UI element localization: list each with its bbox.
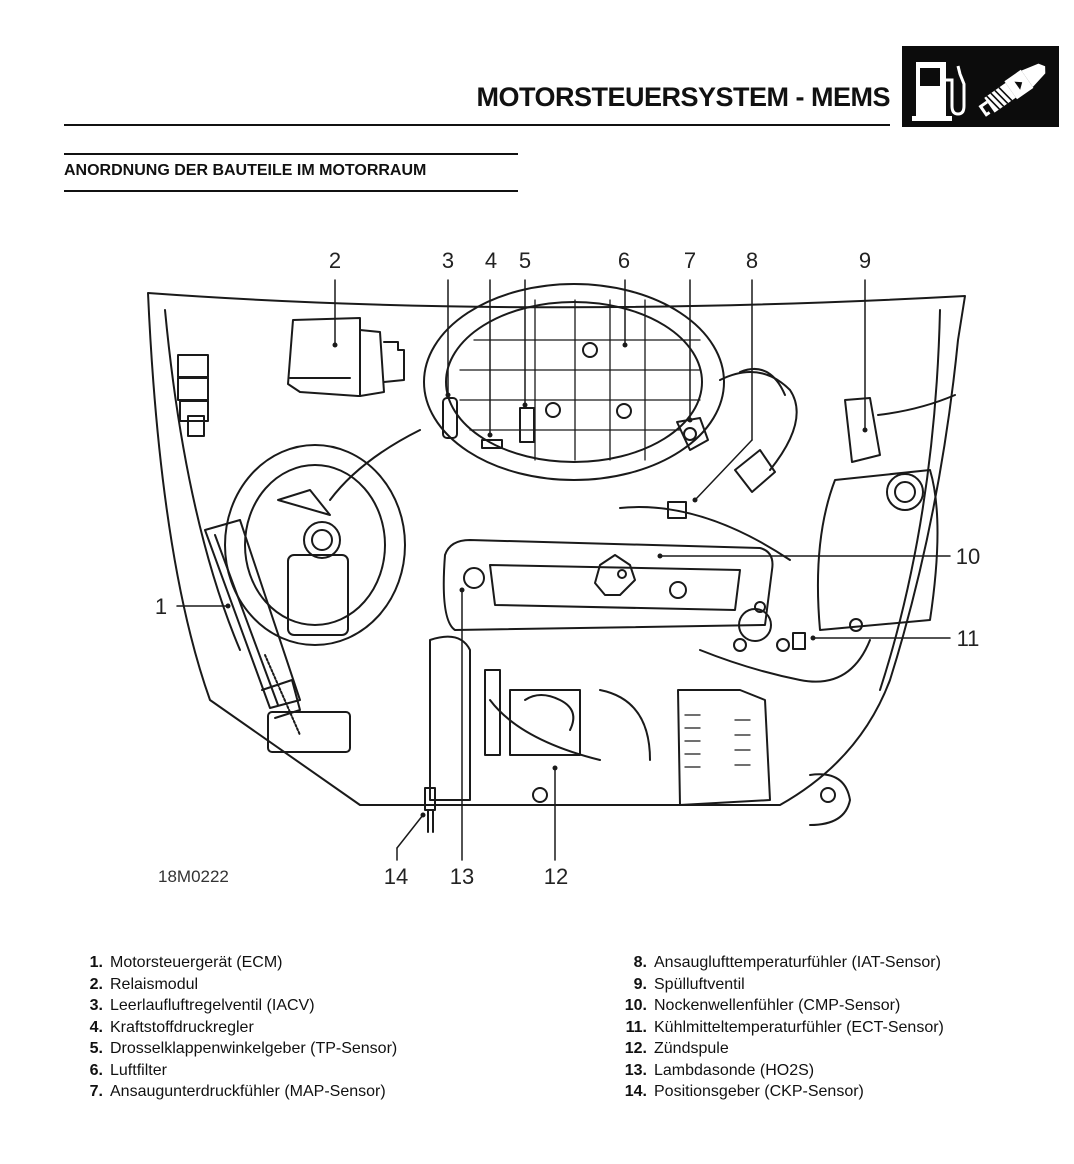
legend-label: Ansaugunterdruckfühler (MAP-Sensor) — [110, 1083, 386, 1100]
relay-module — [287, 317, 405, 397]
callout-5: 5 — [519, 248, 531, 273]
legend-label: Luftfilter — [110, 1061, 167, 1079]
callout-leader-lines — [176, 279, 951, 861]
callout-10: 10 — [956, 544, 980, 569]
legend-number: 2. — [89, 975, 103, 993]
callout-anchor-dots — [225, 342, 868, 818]
legend-label: Kraftstoffdruckregler — [110, 1018, 254, 1036]
callout-7: 7 — [684, 248, 696, 273]
legend-label: Relaismodul — [110, 975, 199, 993]
legend-item: 12. Zündspule — [612, 1038, 944, 1060]
legend-number: 14. — [624, 1083, 647, 1100]
map-sensor — [676, 417, 709, 451]
legend-left-column: 1. Motorsteuergerät (ECM) 2. Relaismodul 3… — [84, 952, 398, 1103]
callout-3: 3 — [442, 248, 454, 273]
callout-1: 1 — [155, 594, 167, 619]
legend-item: 14. Positionsgeber (CKP-Sensor) — [612, 1081, 944, 1103]
figure-reference: 18M0222 — [158, 867, 229, 886]
legend-item: 4. Kraftstoffdruckregler — [84, 1017, 397, 1039]
callout-2: 2 — [329, 248, 341, 273]
legend-item: 8. Ansauglufttemperaturfühler (IAT-Sensor… — [612, 952, 944, 974]
callout-12: 12 — [544, 864, 568, 889]
legend-label: Zündspule — [654, 1040, 729, 1057]
fuel-pressure-regulator — [481, 439, 503, 449]
legend-number: 6. — [89, 1061, 103, 1079]
air-filter-housing — [423, 283, 725, 481]
subtitle-top-rule — [64, 153, 518, 155]
legend-item: 10. Nockenwellenfühler (CMP-Sensor) — [612, 995, 944, 1017]
legend-label: Ansauglufttemperaturfühler (IAT-Sensor) — [654, 954, 941, 971]
callout-6: 6 — [618, 248, 630, 273]
legend-number: 13. — [624, 1061, 647, 1079]
legend-item: 11. Kühlmitteltemperaturfühler (ECT-Senso… — [612, 1017, 944, 1039]
legend-label: Kühlmitteltemperaturfühler (ECT-Sensor) — [654, 1018, 944, 1036]
intake-hoses — [329, 367, 798, 561]
callout-13: 13 — [450, 864, 474, 889]
legend-item: 7. Ansaugunterdruckfühler (MAP-Sensor) — [84, 1081, 397, 1103]
alternator — [677, 689, 851, 826]
section-subtitle: ANORDNUNG DER BAUTEILE IM MOTORRAUM — [64, 162, 427, 179]
legend-label: Spülluftventil — [654, 975, 745, 993]
fuel-pump-icon — [912, 62, 966, 121]
title-divider — [64, 124, 890, 126]
callout-9: 9 — [859, 248, 871, 273]
legend-right-column: 8. Ansauglufttemperaturfühler (IAT-Sensor… — [612, 952, 944, 1103]
left-connectors — [177, 354, 209, 437]
engine-bay-outline — [147, 292, 966, 806]
legend-number: 12. — [624, 1040, 647, 1057]
legend-label: Nockenwellenfühler (CMP-Sensor) — [654, 997, 901, 1014]
legend-number: 4. — [89, 1018, 103, 1036]
purge-valve — [844, 394, 956, 463]
legend-number: 1. — [89, 954, 103, 971]
legend-label: Lambdasonde (HO2S) — [654, 1061, 815, 1079]
ecm-unit — [204, 519, 351, 753]
rocker-cover — [442, 539, 774, 631]
legend-label: Drosselklappenwinkelgeber (TP-Sensor) — [110, 1040, 398, 1057]
legend-label: Motorsteuergerät (ECM) — [110, 954, 283, 971]
legend-label: Positionsgeber (CKP-Sensor) — [654, 1083, 864, 1100]
callout-8: 8 — [746, 248, 758, 273]
page-title: MOTORSTEUERSYSTEM - MEMS — [476, 82, 890, 112]
legend-item: 1. Motorsteuergerät (ECM) — [84, 952, 397, 974]
section-icon-badge — [902, 46, 1059, 127]
thermostat-housing — [699, 601, 871, 683]
legend-number: 7. — [89, 1083, 103, 1100]
callout-14: 14 — [384, 864, 408, 889]
legend-number: 9. — [633, 975, 647, 993]
ckp-sensor — [424, 787, 436, 833]
brake-booster — [224, 444, 406, 646]
legend-item: 6. Luftfilter — [84, 1060, 397, 1082]
legend-number: 10. — [624, 997, 647, 1014]
legend-item: 2. Relaismodul — [84, 974, 397, 996]
legend-number: 11. — [625, 1018, 647, 1036]
callout-11: 11 — [957, 626, 980, 651]
legend-number: 8. — [633, 954, 647, 971]
spark-plug-icon — [978, 63, 1046, 117]
legend-number: 5. — [89, 1040, 103, 1057]
subtitle-bottom-rule — [64, 190, 518, 192]
legend-number: 3. — [89, 997, 103, 1014]
legend-item: 9. Spülluftventil — [612, 974, 944, 996]
callout-4: 4 — [485, 248, 497, 273]
legend-item: 13. Lambdasonde (HO2S) — [612, 1060, 944, 1082]
legend-label: Leerlaufluftregelventil (IACV) — [110, 997, 315, 1014]
ignition-coil-area — [429, 635, 651, 803]
tp-sensor — [519, 407, 535, 443]
iacv-valve — [442, 397, 458, 439]
engine-bay-diagram: 2 3 4 5 6 7 8 9 1 10 11 12 13 14 18M0222 — [0, 230, 1074, 910]
legend-item: 5. Drosselklappenwinkelgeber (TP-Sensor) — [84, 1038, 398, 1060]
legend-item: 3. Leerlaufluftregelventil (IACV) — [84, 995, 397, 1017]
coolant-expansion-tank — [816, 469, 939, 632]
